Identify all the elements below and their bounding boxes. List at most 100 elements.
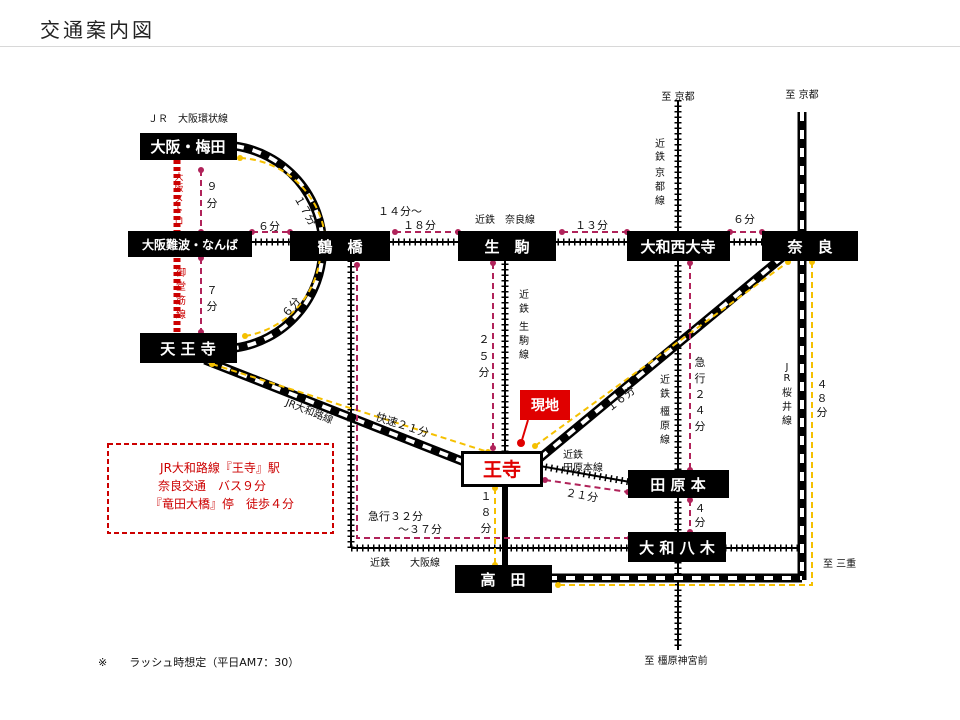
station-yamatosaidaiji: 大和西大寺: [627, 231, 730, 261]
svg-text:鉄: 鉄: [655, 150, 665, 163]
station-takada: 高 田: [455, 565, 552, 593]
svg-text:線: 線: [176, 308, 186, 321]
svg-text:井: 井: [782, 400, 792, 413]
svg-text:線: 線: [655, 194, 665, 207]
svg-text:J: J: [785, 362, 789, 373]
svg-text:メ: メ: [174, 195, 183, 205]
time-nara-takada: ４ ８ 分: [817, 378, 828, 419]
kintetsu-tawaramoto-label-1: 近鉄: [563, 448, 583, 461]
svg-text:ト: ト: [174, 206, 183, 216]
station-namba-label: 大阪難波・なんば: [142, 237, 238, 252]
jr-loop-line-label: ＪＲ 大阪環状線: [148, 112, 228, 125]
kintetsu-tawaramoto-label-2: 田原本線: [563, 461, 603, 474]
station-umeda-label: 大阪・梅田: [150, 138, 225, 156]
svg-text:４: ４: [695, 502, 706, 515]
station-yamatosaidaiji-label: 大和西大寺: [640, 238, 715, 256]
direction-kashihara: 至 橿原神宮前: [644, 654, 707, 667]
svg-text:分: 分: [481, 522, 492, 535]
direction-kyoto-kintetsu: 至 京都: [661, 90, 694, 103]
station-yamatoyagi-label: 大 和 八 木: [639, 539, 716, 557]
access-note-line1: JR大和路線『王寺』駅: [159, 460, 280, 475]
access-note-line3: 『竜田大橋』停 徒歩４分: [150, 496, 294, 511]
svg-text:阪: 阪: [174, 183, 183, 194]
station-tawaramoto-label: 田 原 本: [650, 476, 705, 494]
svg-text:橿: 橿: [660, 405, 670, 418]
kintetsu-osaka-line-label: 近鉄 大阪線: [370, 556, 440, 569]
svg-text:線: 線: [519, 348, 529, 361]
svg-text:駒: 駒: [519, 335, 529, 347]
svg-text:行: 行: [695, 372, 706, 385]
svg-text:鉄: 鉄: [660, 387, 670, 400]
svg-text:９: ９: [207, 180, 218, 193]
station-umeda: 大阪・梅田: [140, 133, 237, 160]
svg-text:桜: 桜: [782, 386, 792, 399]
time-oji-tawaramoto: ２１分: [564, 486, 599, 505]
station-tennoji-label: 天 王 寺: [160, 340, 215, 358]
svg-text:筋: 筋: [176, 294, 186, 307]
station-namba: 大阪難波・なんば: [128, 231, 252, 257]
access-note-line2: 奈良交通 バス９分: [158, 478, 266, 493]
station-ikoma: 生 駒: [458, 231, 556, 261]
time-ikoma-oji: ２ ５ 分: [479, 333, 490, 379]
time-tsuruhashi-ikoma-1: １４分～: [378, 205, 422, 218]
time-tawaramoto-yagi: ４ 分: [695, 502, 706, 529]
svg-text:近: 近: [519, 288, 529, 301]
kintetsu-kashihara-line-label: 近 鉄 橿 原 線: [660, 373, 670, 446]
title-divider: [0, 46, 960, 47]
svg-text:５: ５: [479, 350, 490, 363]
footnote: ※ ラッシュ時想定（平日AM7：30）: [98, 655, 299, 669]
svg-text:原: 原: [660, 420, 670, 432]
time-lines-jr: [211, 157, 813, 586]
kintetsu-nara-line-label: 近鉄 奈良線: [475, 213, 535, 226]
svg-text:近: 近: [655, 137, 665, 150]
svg-text:分: 分: [207, 197, 218, 210]
time-oji-takada: １ ８ 分: [481, 490, 492, 535]
svg-text:急: 急: [695, 355, 706, 369]
svg-text:R: R: [784, 373, 791, 384]
direction-kyoto-jr: 至 京都: [785, 88, 818, 101]
time-yagi-tsuruhashi-1: 急行３２分: [368, 509, 423, 523]
svg-text:堂: 堂: [176, 281, 186, 293]
station-oji: 王寺: [461, 451, 543, 487]
svg-text:ロ: ロ: [174, 217, 183, 227]
svg-text:１: １: [481, 490, 492, 503]
svg-text:分: 分: [695, 516, 706, 529]
svg-text:７: ７: [207, 284, 218, 297]
svg-text:御: 御: [176, 266, 186, 279]
svg-text:４: ４: [817, 378, 828, 391]
direction-mie: 至 三重: [823, 557, 856, 570]
station-tsuruhashi: 鶴 橋: [290, 231, 390, 261]
svg-text:４: ４: [695, 404, 706, 417]
time-saidaiji-yagi: 急 行 ２ ４ 分: [695, 355, 706, 433]
station-ikoma-label: 生 駒: [484, 238, 529, 256]
station-nara-label: 奈 良: [786, 238, 832, 256]
svg-text:大: 大: [174, 171, 183, 183]
time-lines-kintetsu: [200, 170, 762, 539]
osaka-metro-label: 大 阪 メ ト ロ: [174, 171, 183, 227]
station-tennoji: 天 王 寺: [140, 333, 237, 363]
time-tsuruhashi-ikoma-2: １８分: [403, 219, 436, 232]
svg-text:分: 分: [817, 406, 828, 419]
time-yagi-tsuruhashi-2: ～３７分: [398, 523, 442, 536]
time-ikoma-saidaiji: １３分: [575, 219, 608, 232]
time-umeda-namba: ９ 分: [207, 180, 218, 210]
station-oji-label: 王寺: [483, 459, 521, 481]
svg-text:線: 線: [782, 414, 792, 427]
current-location-marker: 現地: [517, 390, 570, 447]
access-note-box: JR大和路線『王寺』駅 奈良交通 バス９分 『竜田大橋』停 徒歩４分: [107, 443, 334, 534]
svg-text:都: 都: [655, 181, 665, 193]
svg-text:２: ２: [695, 388, 706, 401]
kintetsu-ikoma-line-label: 近 鉄 生 駒 線: [519, 288, 529, 361]
svg-text:鉄: 鉄: [519, 302, 529, 315]
station-takada-label: 高 田: [480, 571, 525, 589]
time-namba-tsuruhashi: ６分: [258, 220, 280, 233]
svg-text:京: 京: [655, 166, 665, 179]
station-nara: 奈 良: [762, 231, 858, 261]
svg-text:分: 分: [479, 366, 490, 379]
svg-text:８: ８: [481, 506, 492, 519]
station-tawaramoto: 田 原 本: [628, 470, 729, 498]
midosuji-line-label: 御 堂 筋 線: [176, 266, 186, 321]
svg-text:線: 線: [660, 433, 670, 446]
kintetsu-kyoto-line-label: 近 鉄 京 都 線: [655, 137, 665, 207]
